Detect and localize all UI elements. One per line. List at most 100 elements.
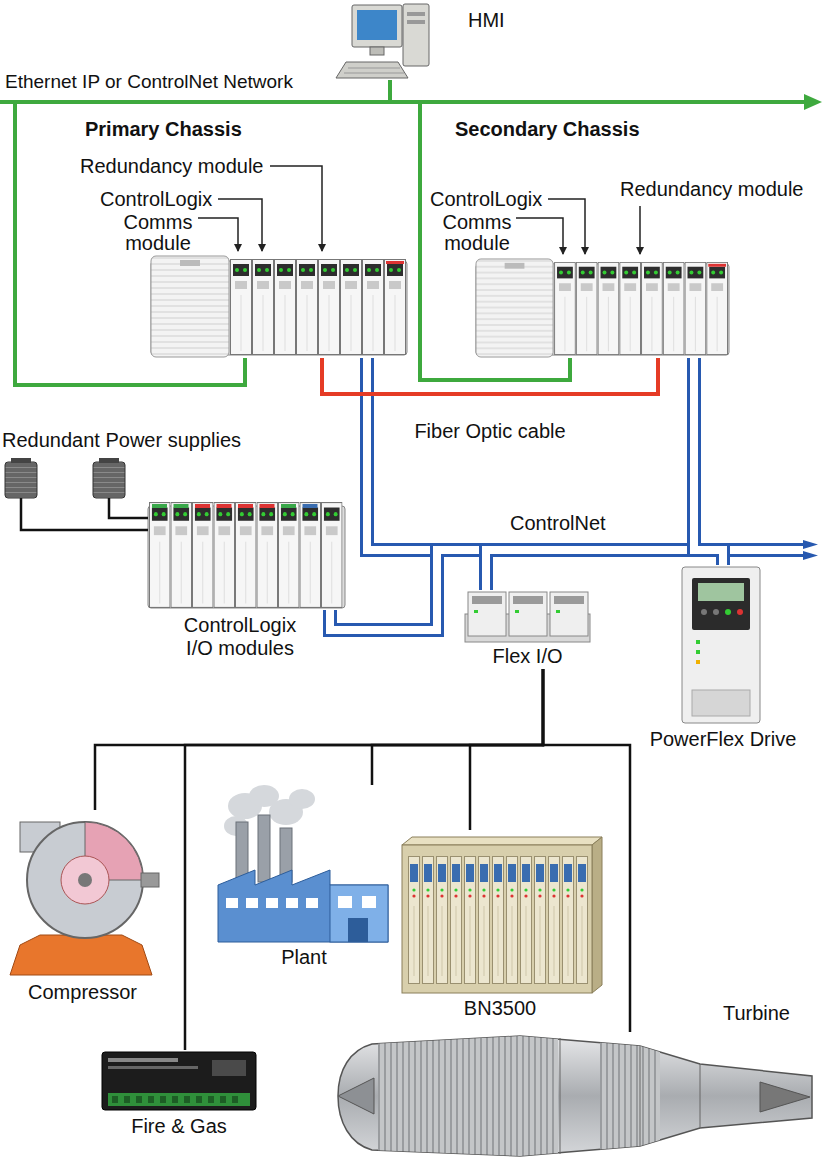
bn3500-rack-illustration — [493, 857, 504, 984]
compressor-illustration — [10, 935, 152, 975]
cable-line — [109, 498, 148, 518]
cable-core — [694, 358, 723, 565]
hmi-computer — [336, 62, 408, 78]
bn3500-rack-illustration — [465, 857, 476, 984]
power-supply-units — [5, 462, 37, 498]
leader-line — [270, 166, 322, 251]
ethernet-bus — [804, 94, 822, 110]
leader-line — [218, 199, 262, 251]
turbine-illustration — [760, 1082, 810, 1112]
fire-gas-controller-illustration — [232, 1096, 238, 1103]
cable-line — [372, 669, 543, 785]
hmi-computer — [336, 4, 429, 78]
compressor-illustration — [78, 873, 92, 887]
cable-line — [322, 358, 658, 394]
power-supply-units — [11, 458, 31, 463]
equipment-node: Redundant Power supplies — [5, 462, 125, 498]
equipment-label: Turbine — [723, 1002, 790, 1025]
controllogix-io-rack — [260, 504, 275, 508]
hmi-computer — [407, 12, 425, 16]
bn3500-rack-illustration — [535, 857, 546, 984]
bn3500-rack-illustration — [423, 857, 434, 984]
hmi-computer — [348, 68, 400, 69]
powerflex-drive-illustration — [696, 650, 700, 654]
controllogix-io-rack — [321, 503, 342, 608]
equipment-node: PowerFlex Drive — [644, 565, 803, 752]
bn3500-rack-illustration — [437, 857, 448, 984]
controllogix-io-rack — [300, 503, 321, 608]
powerflex-drive-illustration — [692, 690, 750, 716]
controllogix-io-rack — [148, 503, 345, 608]
cable-line — [330, 358, 694, 630]
equipment-label: ControlLogix I/O modules — [170, 614, 310, 660]
plant-illustration — [330, 885, 388, 942]
network-cable — [322, 358, 658, 394]
network-cable — [15, 80, 390, 385]
turbine-illustration — [338, 1078, 374, 1114]
callout-label: ControlNet — [510, 512, 606, 535]
fire-gas-controller-illustration — [108, 1058, 178, 1062]
power-supply-units — [99, 458, 119, 463]
fire-gas-controller-illustration — [102, 1052, 256, 1110]
compressor-illustration — [61, 856, 109, 904]
fire-gas-controller-illustration — [160, 1096, 166, 1103]
turbine-illustration — [700, 1064, 701, 1128]
equipment-label: HMI — [468, 9, 505, 32]
controllogix-io-rack — [278, 503, 299, 608]
hmi-computer — [407, 20, 425, 24]
fire-gas-controller-illustration — [184, 1096, 190, 1103]
fire-gas-controller-illustration — [108, 1093, 250, 1106]
network-cable — [470, 669, 543, 830]
equipment-label: PowerFlex Drive — [648, 727, 799, 752]
network-cable — [330, 358, 437, 630]
bn3500-rack-illustration — [479, 857, 490, 984]
cable-line — [185, 669, 543, 1050]
plant-illustration — [306, 898, 318, 908]
turbine-illustration — [600, 1036, 660, 1158]
powerflex-drive-illustration — [682, 567, 760, 723]
network-cable — [95, 669, 543, 810]
controlnet-bus — [803, 551, 818, 560]
controlnet-bus — [803, 540, 818, 549]
powerflex-drive-illustration — [713, 609, 719, 615]
bn3500-rack-illustration — [451, 857, 462, 984]
turbine-illustration — [560, 1038, 561, 1154]
network-cable — [185, 669, 543, 1050]
equipment-node: BN3500 — [400, 830, 600, 1021]
fire-gas-controller-illustration — [212, 1060, 246, 1076]
bn3500-rack-illustration — [521, 857, 532, 984]
controllogix-io-rack — [214, 503, 235, 608]
fire-gas-controller-illustration — [102, 1052, 256, 1110]
controllogix-io-rack — [192, 503, 213, 608]
controllogix-io-rack — [174, 504, 189, 508]
fire-gas-controller-illustration — [172, 1096, 178, 1103]
power-supply-units — [5, 458, 125, 498]
powerflex-drive-illustration — [696, 660, 700, 664]
fire-gas-controller-illustration — [108, 1066, 198, 1069]
chassis-heading: Secondary Chassis — [455, 118, 640, 141]
equipment-label: Flex I/O — [490, 644, 564, 669]
equipment-node: Turbine — [330, 1032, 820, 1158]
secondary-chassis-illustration — [476, 259, 729, 357]
bn3500-rack-illustration — [409, 857, 420, 984]
bn3500-rack-illustration — [402, 845, 592, 993]
callout-label: ControlLogix — [430, 188, 542, 211]
turbine-illustration — [338, 1036, 812, 1158]
turbine-illustration — [378, 1036, 558, 1158]
equipment-node: Fire & Gas — [100, 1050, 258, 1139]
equipment-node: ControlLogix I/O modules — [148, 500, 345, 610]
equipment-node: Flex I/O — [465, 590, 590, 669]
controllogix-io-rack — [217, 504, 232, 508]
bn3500-rack-illustration — [563, 857, 574, 984]
controllogix-io-rack — [149, 503, 170, 608]
fire-gas-controller-illustration — [136, 1096, 142, 1103]
powerflex-drive-illustration — [692, 578, 750, 630]
bn3500-rack-illustration — [577, 857, 588, 984]
cable-label: Fiber Optic cable — [411, 420, 568, 443]
powerflex-drive-illustration — [737, 609, 743, 615]
plant-illustration — [289, 789, 315, 809]
cable-core — [367, 358, 723, 565]
equipment-node: Plant — [218, 785, 390, 970]
flex-io-illustration — [554, 596, 584, 604]
